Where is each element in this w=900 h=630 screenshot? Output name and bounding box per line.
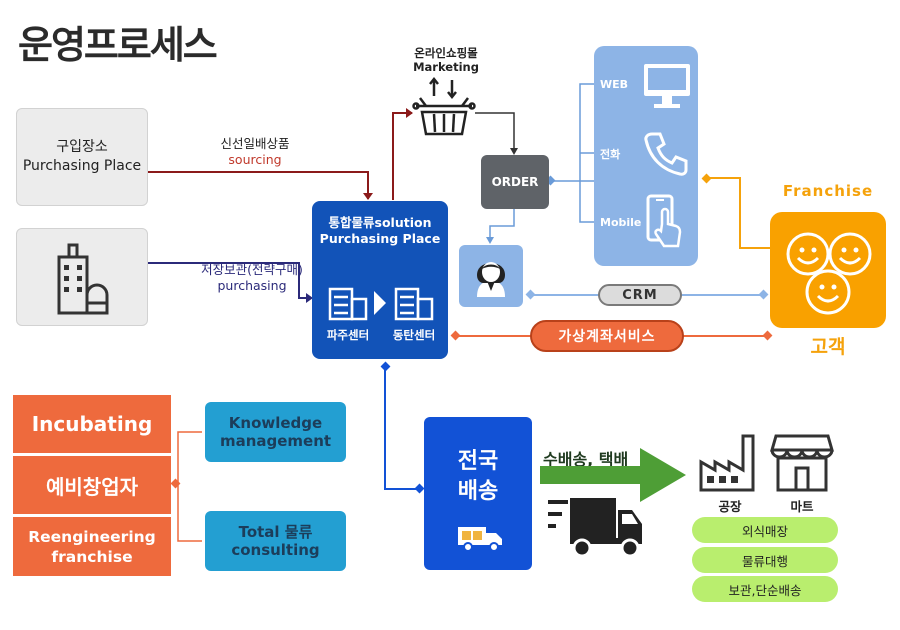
channel-phone-label: 전화: [600, 148, 621, 161]
purchasing-label: 저장보관(전략구매) purchasing: [196, 262, 308, 294]
channels-panel: WEB 전화 Mobile: [594, 46, 698, 266]
factory-icon: [699, 434, 755, 492]
consulting-line2: consulting: [231, 541, 320, 559]
purchasing-arrowhead: [306, 293, 313, 303]
hub-delivery-diamond-top: [380, 361, 391, 372]
agent-box: [459, 245, 523, 307]
knowledge-box: Knowledge management: [205, 402, 346, 462]
marketing-label-kr: 온라인쇼핑몰: [414, 46, 478, 60]
warehouse-icon: [328, 287, 434, 321]
hub-delivery-diamond-end: [414, 483, 425, 494]
channel-mobile-label: Mobile: [600, 216, 642, 229]
sourcing-label: 신선일배상품 sourcing: [180, 136, 330, 168]
page-title: 운영프로세스: [18, 23, 218, 67]
pre-founder-box: 예비창업자: [13, 456, 171, 514]
marketing-order-arrowhead: [510, 148, 518, 155]
order-box: ORDER: [481, 155, 549, 209]
crm-diamond-left: [525, 289, 536, 300]
consulting-line1: Total 물류: [238, 523, 313, 541]
reengineering-line1: Reengineering: [28, 527, 156, 546]
consulting-box: Total 물류 consulting: [205, 511, 346, 571]
order-agent-arrowhead: [486, 237, 494, 244]
purchasing-label-kr: 저장보관(전략구매): [201, 262, 303, 277]
delivery-line2: 배송: [457, 479, 499, 504]
purchasing-place-box: 구입장소 Purchasing Place: [16, 108, 148, 206]
hub-marketing-arrowhead: [406, 108, 413, 118]
delivery-line1: 전국: [457, 449, 499, 474]
service-pill-3: 보관,단순배송: [692, 576, 838, 602]
customer-box: [770, 212, 886, 328]
storage-box: [16, 228, 148, 326]
hub-marketing-connector: [392, 112, 412, 200]
phone-icon: [644, 132, 688, 176]
hub-delivery-connector: [384, 368, 420, 490]
sourcing-connector: [147, 171, 369, 199]
hub-title-line2: Purchasing Place: [319, 231, 441, 246]
incubating-diamond: [170, 478, 181, 489]
incubating-bracket-low: [177, 484, 202, 542]
shipping-arrow: [540, 448, 686, 502]
channel-web-label: WEB: [600, 78, 629, 91]
marketing-order-connector: [475, 112, 515, 153]
franchise-diamond: [701, 173, 712, 184]
smiley-icon: [786, 232, 872, 315]
knowledge-line1: Knowledge: [228, 414, 323, 432]
sourcing-label-en: sourcing: [228, 152, 282, 167]
virtual-diamond-right: [762, 330, 773, 341]
truck-icon: [548, 498, 642, 558]
marketing-label: 온라인쇼핑몰 Marketing: [398, 46, 494, 74]
reengineering-box: Reengineering franchise: [13, 517, 171, 576]
hub-title-line1: 통합물류solution: [328, 215, 432, 230]
monitor-icon: [644, 64, 690, 108]
mobile-icon: [646, 194, 682, 248]
small-truck-icon: [458, 527, 502, 552]
sourcing-label-kr: 신선일배상품: [220, 136, 290, 151]
store-icon: [770, 434, 834, 492]
paju-center-label: 파주센터: [326, 328, 370, 342]
service-pill-2: 물류대행: [692, 547, 838, 573]
crm-diamond-right: [758, 289, 769, 300]
mart-label: 마트: [790, 499, 814, 514]
customer-label: 고객: [810, 336, 846, 358]
virtual-account-pill: 가상계좌서비스: [530, 320, 684, 352]
crm-pill: CRM: [598, 284, 682, 306]
franchise-label: Franchise: [782, 182, 874, 200]
logistics-hub: 통합물류solution Purchasing Place 파주센터 동탄센터: [312, 201, 448, 359]
purchasing-label-en: purchasing: [217, 278, 287, 293]
franchise-channels-connector: [708, 177, 770, 249]
incubating-bracket: [172, 431, 202, 485]
incubating-box: Incubating: [13, 395, 171, 453]
sourcing-arrowhead: [363, 193, 373, 200]
marketing-label-en: Marketing: [413, 60, 479, 74]
factory-label: 공장: [718, 499, 742, 514]
basket-icon: [412, 76, 476, 136]
building-icon: [57, 243, 109, 315]
knowledge-line2: management: [219, 432, 332, 450]
agent-icon: [477, 262, 505, 297]
purchasing-place-line2: Purchasing Place: [22, 158, 142, 174]
service-pill-1: 외식매장: [692, 517, 838, 543]
purchasing-place-line1: 구입장소: [56, 139, 108, 155]
shipping-label: 수배송, 택배: [543, 450, 629, 469]
order-agent-connector: [489, 209, 515, 242]
dongtan-center-label: 동탄센터: [392, 328, 436, 342]
reengineering-line2: franchise: [51, 547, 133, 566]
nationwide-delivery-box: 전국 배송: [424, 417, 532, 570]
virtual-diamond-left: [450, 330, 461, 341]
purchasing-connector: [147, 262, 311, 299]
